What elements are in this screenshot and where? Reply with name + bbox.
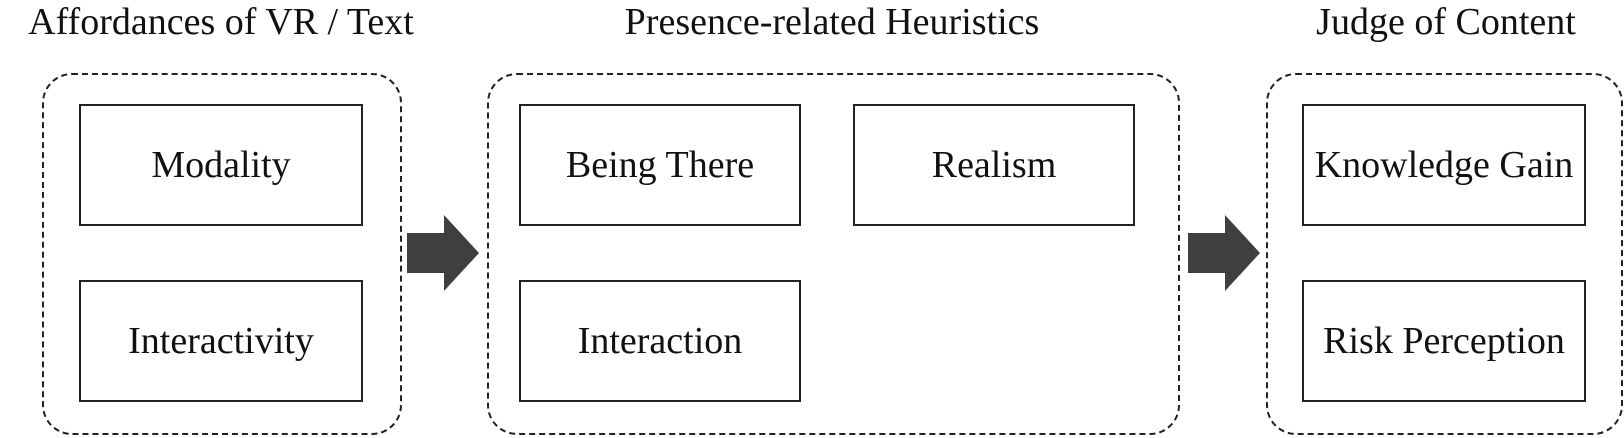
box-being-there: Being There <box>519 104 801 226</box>
arrow-right-icon <box>1188 215 1260 291</box>
box-label: Modality <box>151 144 291 186</box>
group-affordances <box>42 73 402 435</box>
box-risk-perception: Risk Perception <box>1302 280 1586 402</box>
box-knowledge-gain: Knowledge Gain <box>1302 104 1586 226</box>
group-heuristics <box>487 73 1180 435</box>
box-label: Knowledge Gain <box>1314 144 1574 186</box>
box-interactivity: Interactivity <box>79 280 363 402</box>
box-label: Being There <box>565 144 755 186</box>
box-realism: Realism <box>853 104 1135 226</box>
group-judge <box>1266 73 1623 435</box>
box-modality: Modality <box>79 104 363 226</box>
group-title-judge: Judge of Content <box>1316 1 1576 43</box>
group-title-affordances: Affordances of VR / Text <box>28 1 414 43</box>
box-label: Realism <box>931 144 1057 186</box>
arrow-shape <box>1188 215 1260 291</box>
box-label: Risk Perception <box>1323 320 1565 362</box>
group-title-heuristics: Presence-related Heuristics <box>624 1 1040 43</box>
arrow-right-icon <box>407 215 479 291</box>
box-interaction: Interaction <box>519 280 801 402</box>
box-label: Interaction <box>577 320 743 362</box>
arrow-shape <box>407 215 479 291</box>
box-label: Interactivity <box>128 320 314 362</box>
